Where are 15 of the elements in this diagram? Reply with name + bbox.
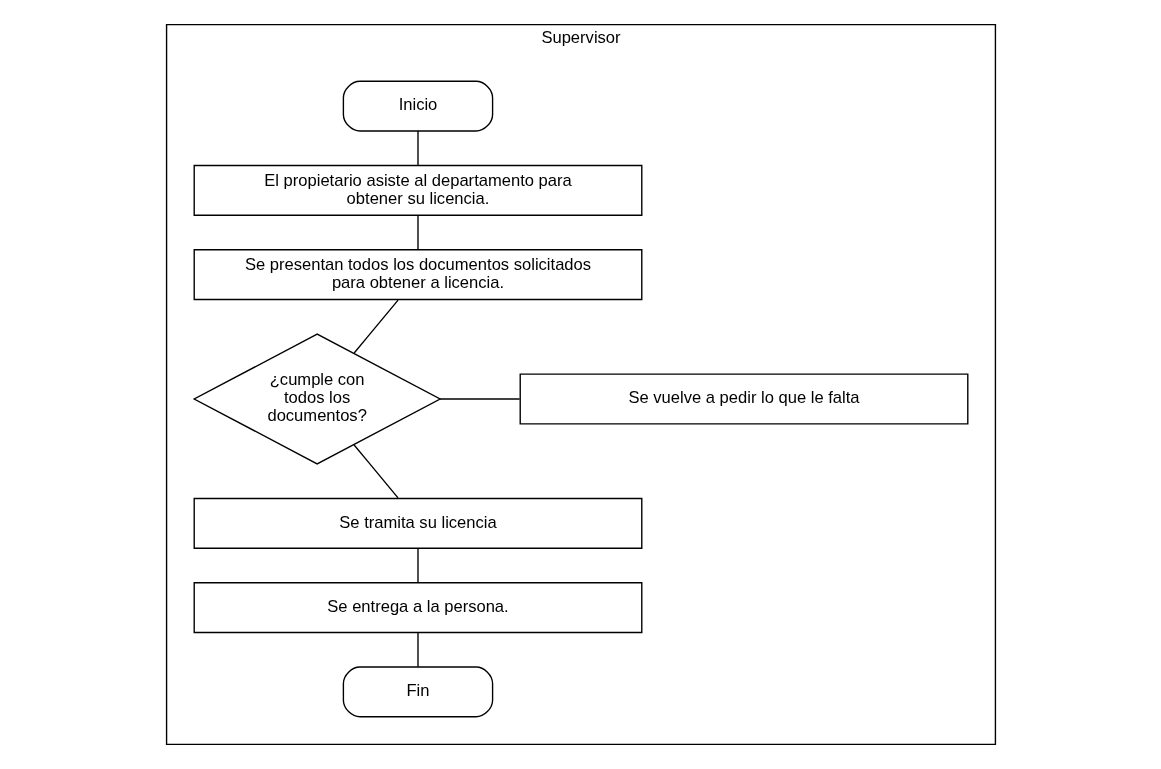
node-box: Se entrega a la persona. (193, 582, 642, 634)
connector (438, 398, 520, 400)
node-box: Se vuelve a pedir lo que le falta (519, 373, 968, 425)
connector (416, 547, 419, 584)
connector (416, 130, 419, 166)
node-box: Se presentan todos los documentos solicitados para obtener a licencia. (193, 249, 642, 301)
connector (416, 214, 419, 251)
node-box: Fin (342, 666, 493, 718)
connector (353, 299, 399, 354)
node-box: Inicio (342, 80, 493, 132)
node-diamond: ¿cumple con todos los documentos? (192, 333, 442, 465)
connector (352, 444, 399, 499)
node-box: El propietario asiste al departamento para obtener su licencia. (193, 164, 642, 216)
node-box: Se tramita su licencia (193, 497, 642, 549)
connector (416, 631, 419, 668)
